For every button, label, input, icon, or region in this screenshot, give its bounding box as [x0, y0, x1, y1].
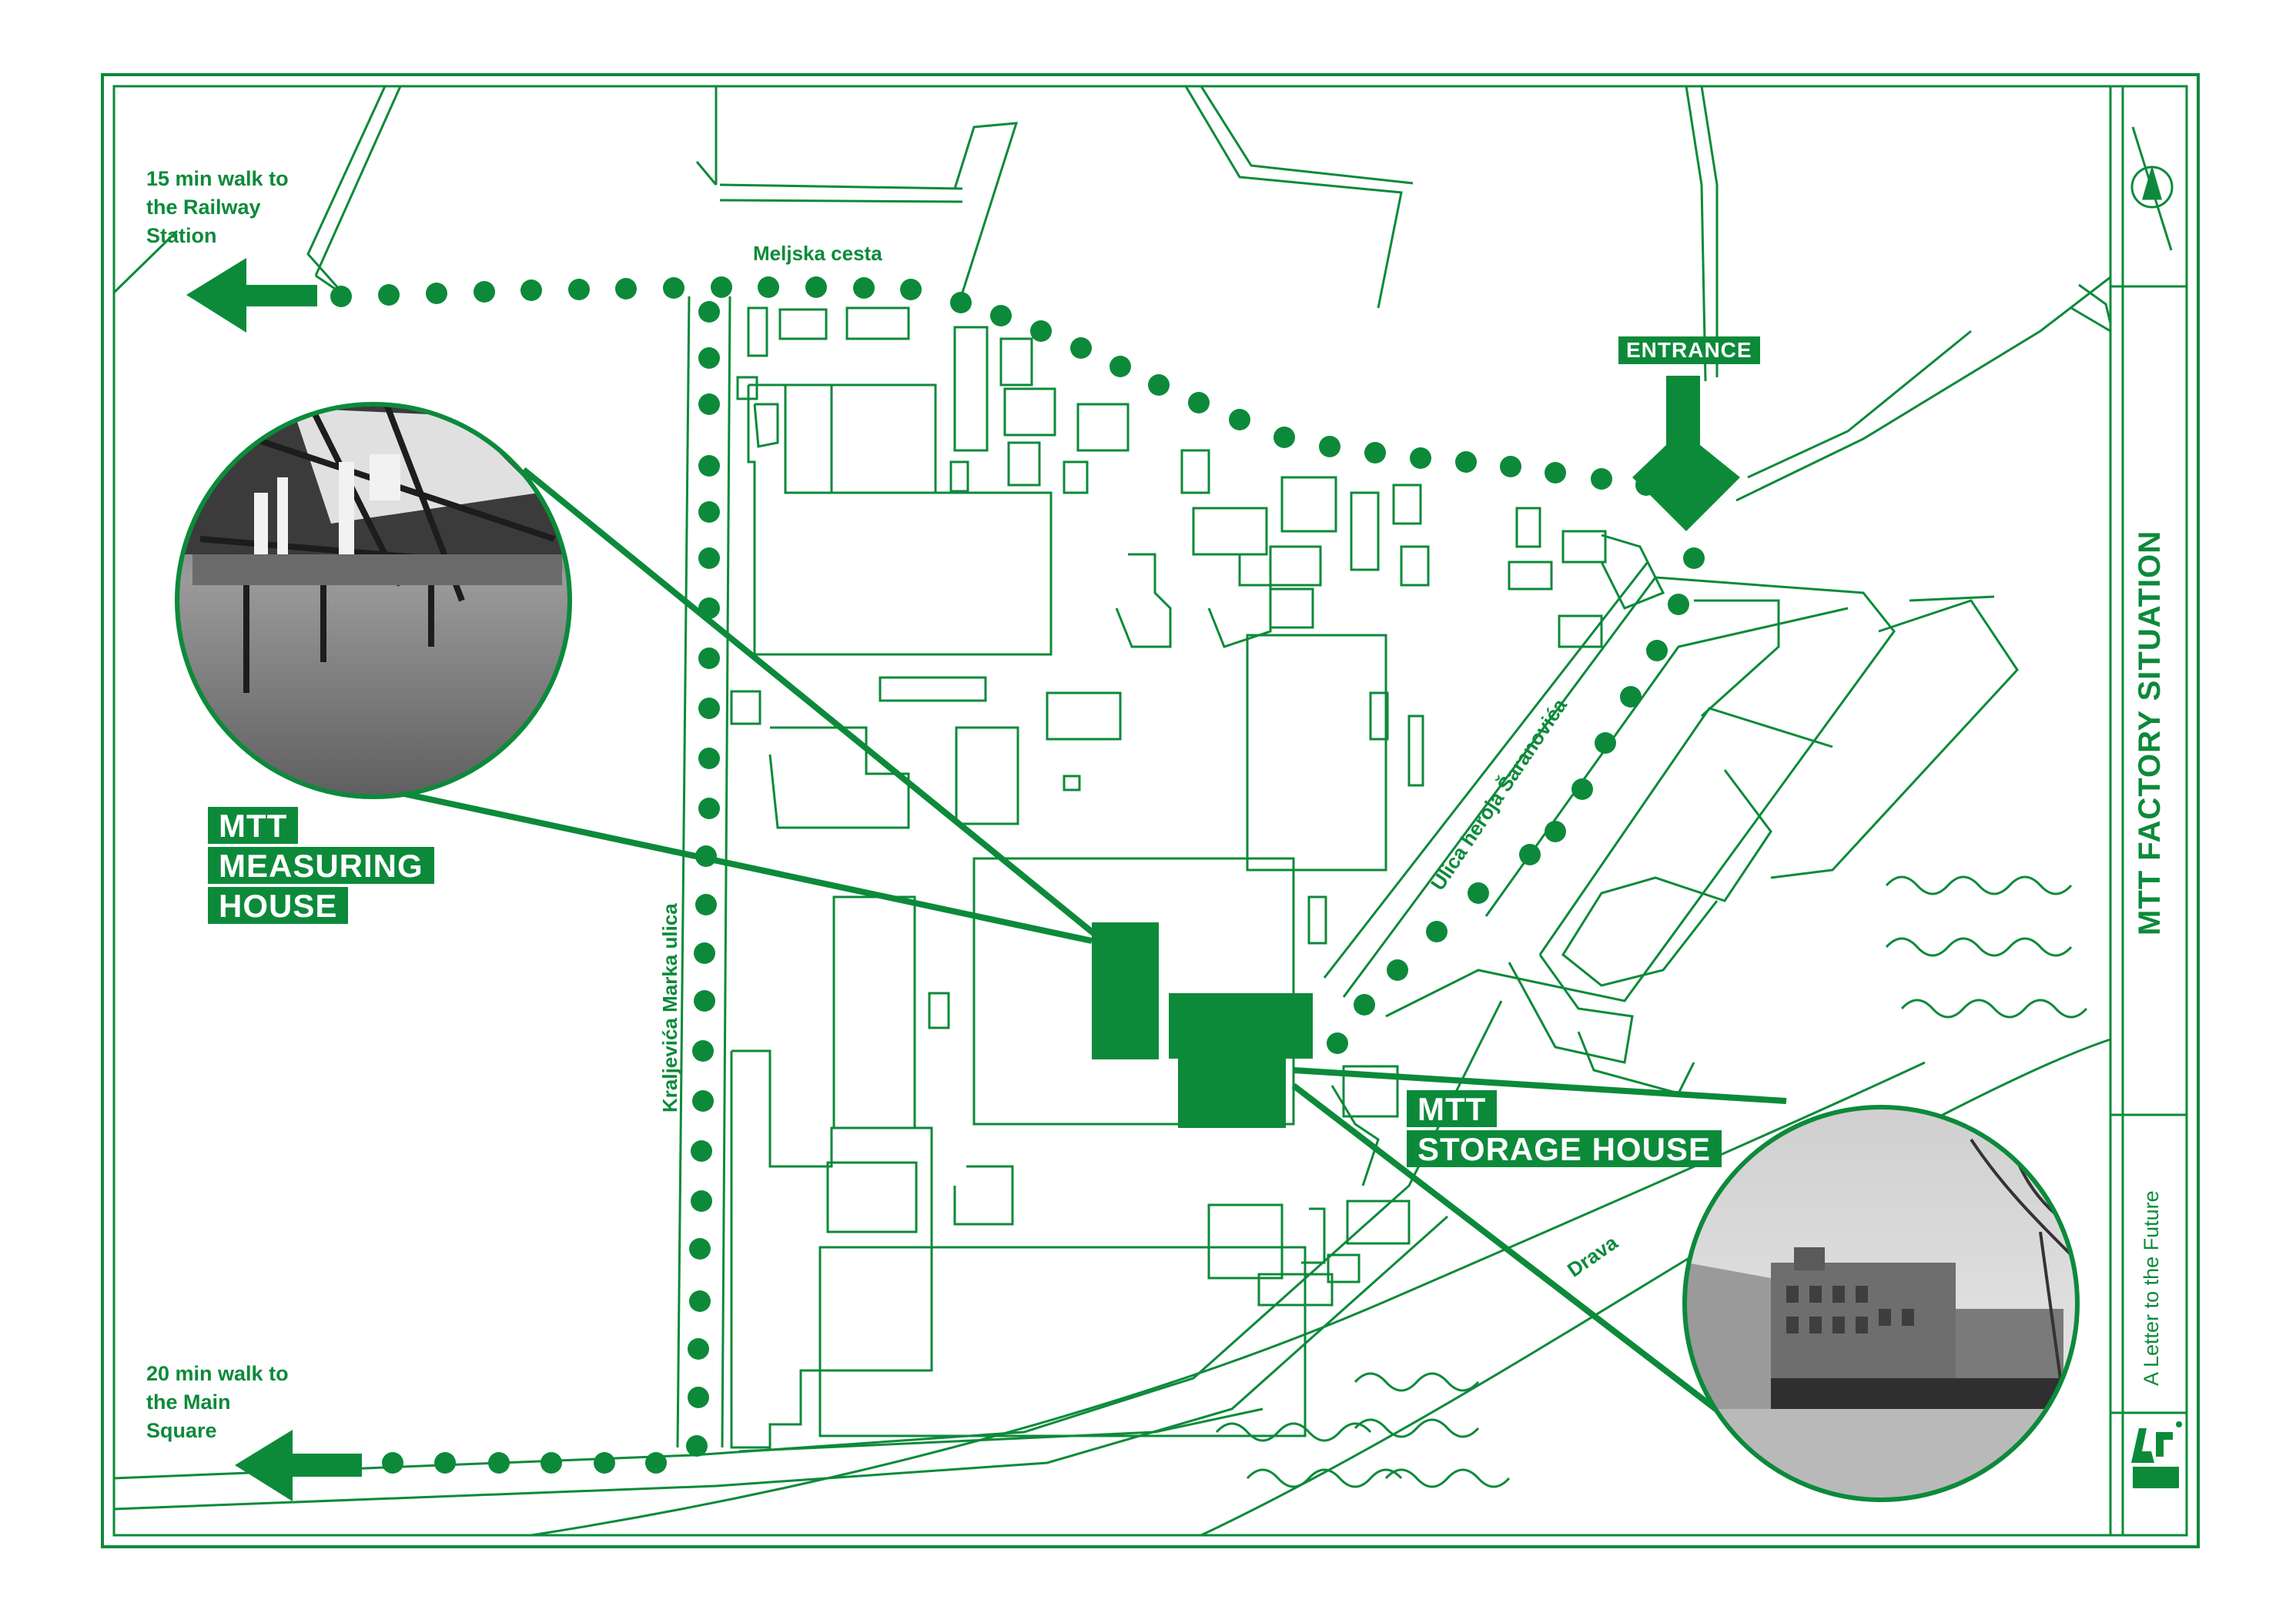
water-waves: [1215, 875, 2088, 1488]
route-railway: [330, 276, 922, 307]
entrance-arrow-icon: [1632, 376, 1740, 531]
storage-house-photo: [1685, 1107, 2077, 1500]
leader-lines: [400, 467, 1787, 1454]
walking-route: [330, 276, 1705, 1474]
measuring-house-label-3: HOUSE: [208, 887, 349, 924]
sidebar-title: MTT FACTORY SITUATION: [2133, 530, 2167, 935]
meljska-street-label: Meljska cesta: [753, 242, 882, 265]
sidebar-subtitle: A Letter to the Future: [2140, 1190, 2163, 1386]
arrow-railway-icon: [186, 258, 317, 333]
main-square-walk-label: 20 min walk to the Main Square: [146, 1362, 289, 1442]
buildings: [730, 306, 1780, 1449]
route-kraljevica: [686, 301, 720, 1457]
route-saranovica: [1327, 547, 1705, 1054]
railway-walk-label: 15 min walk to the Railway Station: [146, 167, 289, 247]
measuring-house-label-2: MEASURING: [208, 847, 434, 884]
road-network: [112, 85, 2112, 1537]
arrow-main-square-icon: [235, 1430, 362, 1501]
measuring-house-building: [1092, 922, 1159, 1059]
map-frame: [101, 73, 2200, 1548]
storage-house-label-1: MTT: [1407, 1090, 1498, 1127]
route-main-square: [382, 1452, 667, 1474]
north-arrow-icon: [2130, 126, 2174, 251]
measuring-house-label-1: MTT: [208, 807, 299, 844]
highlighted-buildings: [1092, 922, 1313, 1128]
entrance-label: ENTRANCE: [1618, 336, 1760, 364]
storage-house-label-2: STORAGE HOUSE: [1407, 1130, 1722, 1167]
kraljevica-street-label: Kraljevića Marka ulica: [658, 903, 681, 1113]
logo-icon: [2131, 1421, 2182, 1488]
storage-house-building-top: [1169, 993, 1313, 1059]
storage-house-building-bottom: [1178, 1055, 1286, 1128]
route-meljska: [950, 292, 1657, 496]
measuring-house-photo: [177, 404, 570, 797]
